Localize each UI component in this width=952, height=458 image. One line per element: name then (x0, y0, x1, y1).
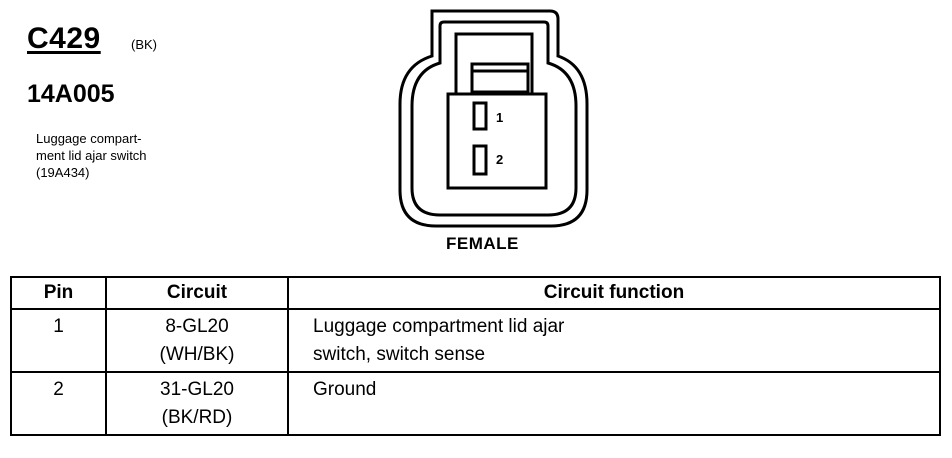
table-row: 2 31-GL20 (BK/RD) Ground (10, 371, 941, 436)
pin-2-label: 2 (496, 152, 504, 167)
pin-cell: 2 (10, 371, 107, 436)
part-number: 14A005 (27, 80, 115, 108)
function-line: Luggage compartment lid ajar (313, 316, 565, 337)
function-cell: Luggage compartment lid ajar switch, swi… (287, 308, 941, 373)
function-line: switch, switch sense (313, 344, 486, 365)
circuit-wire-color: (BK/RD) (161, 407, 233, 428)
column-header-circuit-function: Circuit function (287, 276, 941, 310)
connector-face-diagram (398, 9, 589, 228)
circuit-number: 8-GL20 (165, 316, 229, 337)
function-cell: Ground (287, 371, 941, 436)
connector-id: C429 (27, 22, 101, 55)
component-description: Luggage compart- ment lid ajar switch (1… (36, 130, 236, 181)
circuit-cell: 8-GL20 (WH/BK) (105, 308, 289, 373)
pin-cavity-area (446, 92, 548, 190)
connector-outer-shell (398, 9, 589, 228)
circuit-wire-color: (WH/BK) (159, 344, 235, 365)
circuit-cell: 31-GL20 (BK/RD) (105, 371, 289, 436)
connector-inner-shell (410, 20, 578, 217)
pin-1-label: 1 (496, 110, 504, 125)
table-row: 1 8-GL20 (WH/BK) Luggage compartment lid… (10, 308, 941, 373)
function-line: Ground (313, 379, 377, 400)
pin-1-cavity (472, 101, 488, 131)
connector-color-code: (BK) (131, 37, 157, 52)
description-line: ment lid ajar switch (36, 148, 147, 163)
pin-cell: 1 (10, 308, 107, 373)
pin-2-cavity (472, 144, 488, 176)
locking-tab-inner (470, 62, 530, 94)
description-line: Luggage compart- (36, 131, 142, 146)
column-header-pin: Pin (10, 276, 107, 310)
table-header-row: Pin Circuit Circuit function (10, 276, 941, 310)
description-line: (19A434) (36, 165, 90, 180)
pinout-table: Pin Circuit Circuit function 1 8-GL20 (W… (10, 276, 941, 436)
circuit-number: 31-GL20 (160, 379, 234, 400)
column-header-circuit: Circuit (105, 276, 289, 310)
connector-gender-label: FEMALE (446, 234, 519, 253)
